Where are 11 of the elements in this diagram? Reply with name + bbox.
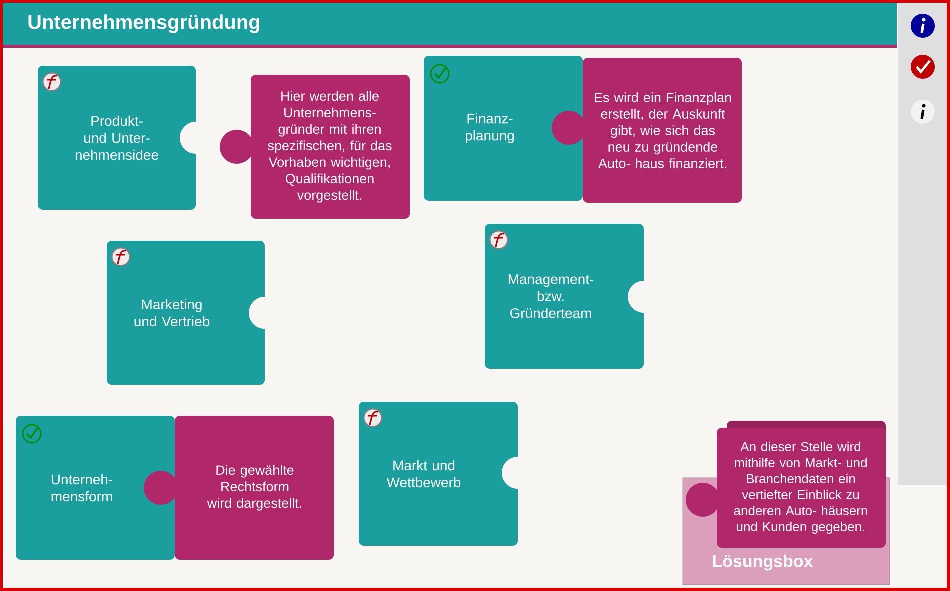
puzzle-piece: Die gewählte Rechtsform wird dargestellt. — [144, 416, 334, 560]
title-bar: Unternehmensgründung — [3, 3, 897, 48]
puzzle-piece: Markt und Wettbewerb — [359, 402, 518, 546]
puzzle-piece: Hier werden alle Unternehmens- gründer mit ihren spezifischen, für das Vorhaben wichtigen, Qualifikationen vorgestellt. — [220, 75, 410, 219]
puzzle-piece: An dieser Stelle wird mithilfe von Markt- und Branchendaten ein vertiefter Einblick zu anderen Auto- häusern und Kunden gegeben. — [686, 421, 886, 548]
puzzle-piece: Produkt- und Unter- nehmensidee — [38, 66, 196, 210]
puzzle-piece: Marketing und Vertrieb — [107, 241, 265, 385]
puzzle-piece: Es wird ein Finanzplan erstellt, der Auskunft gibt, wie sich das neu zu gründende Auto- haus finanziert. — [552, 58, 742, 203]
puzzle-piece: Unterneh- mensform — [16, 416, 175, 560]
puzzle-piece: Finanz- planung — [424, 56, 583, 201]
puzzle-piece: Management- bzw. Gründerteam — [485, 224, 644, 369]
